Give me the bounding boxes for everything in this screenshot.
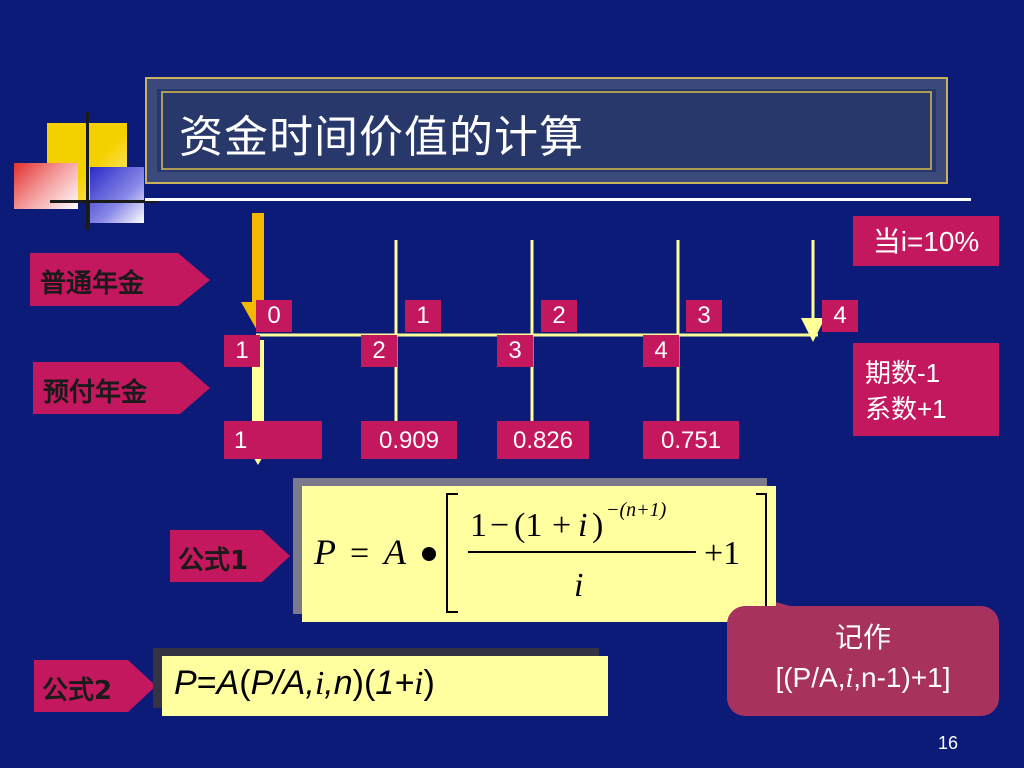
f2-A: A [216, 664, 240, 702]
f2-close2: ) [423, 664, 435, 702]
f1-eq: = [350, 535, 369, 572]
period-bottom-2: 2 [361, 335, 397, 367]
note-callout: 记作 [(P/A,i,n-1)+1] [727, 606, 999, 716]
f1-right-bracket [756, 493, 767, 613]
formula1-math: P = A 1 − (1 + i ) −(n+1) i +1 [313, 493, 767, 613]
f1-num-paren: (1 [514, 507, 542, 544]
f2-i: i [314, 665, 325, 702]
formula1-box: P = A 1 − (1 + i ) −(n+1) i +1 [302, 486, 776, 622]
period-top-0: 0 [256, 300, 292, 332]
label-formula2: 公式2 [42, 676, 113, 706]
period-top-2: 2 [541, 300, 577, 332]
tag-annuity-due-shape [33, 362, 210, 414]
f1-lhs: P [313, 532, 336, 572]
tag-formula1-shape [170, 530, 290, 582]
coefficient-3: 0.826 [497, 421, 589, 459]
f2-open2: ( [363, 664, 376, 702]
period-bottom-1: 1 [224, 335, 260, 367]
adjust-note-coefficient: 系数+1 [865, 394, 947, 424]
f2-PA: P/A, [250, 664, 315, 702]
f1-denominator: i [574, 567, 583, 604]
tag-ordinary-annuity-shape [30, 253, 210, 306]
label-formula1: 公式1 [178, 546, 249, 576]
f1-exponent: −(n+1) [606, 499, 667, 521]
page-title: 资金时间价值的计算 [179, 112, 584, 163]
period-top-3: 3 [686, 300, 722, 332]
f2-comma-n: ,n [324, 664, 353, 702]
coefficient-4: 0.751 [643, 421, 739, 459]
title-frame: 资金时间价值的计算 [145, 77, 948, 184]
deco-line-vertical [86, 112, 89, 230]
label-annuity-due: 预付年金 [43, 378, 148, 408]
formula2-box: P=A(P/A,i,n)(1+i) [162, 656, 608, 716]
f1-num-plus: + [552, 507, 571, 544]
adjust-note-box: 期数-1 系数+1 [853, 343, 999, 436]
f1-A: A [382, 532, 407, 572]
title-underline [145, 198, 971, 201]
f1-num-i: i [578, 507, 587, 544]
period-top-4: 4 [822, 300, 858, 332]
f1-num-one: 1 [470, 507, 487, 544]
coefficient-2: 0.909 [361, 421, 457, 459]
f1-num-close: ) [592, 507, 603, 544]
coefficient-1: 1 [224, 421, 322, 459]
note-line1: 记作 [834, 622, 891, 653]
rate-badge: 当i=10% [853, 216, 999, 266]
note-line2: [(P/A,i,n-1)+1] [775, 662, 951, 694]
title-inner-frame [161, 91, 932, 170]
adjust-note-periods: 期数-1 [865, 358, 941, 388]
f1-num-minus: − [490, 507, 509, 544]
formula2-text: P=A(P/A,i,n)(1+i) [174, 664, 435, 703]
f1-left-bracket [446, 493, 458, 613]
gold-arrow-shaft [252, 213, 264, 303]
page-number: 16 [938, 733, 959, 753]
tag-formula2-shape [34, 660, 156, 712]
note-text: 记作 [(P/A,i,n-1)+1] [727, 618, 999, 699]
f2-P: P [174, 664, 197, 702]
deco-square-blue [90, 167, 144, 223]
f1-plus-one: +1 [704, 535, 740, 572]
f2-i2: i [414, 665, 424, 702]
f2-open: ( [239, 664, 251, 702]
period-bottom-3: 3 [497, 335, 533, 367]
f2-close: ) [352, 664, 364, 702]
label-ordinary-annuity: 普通年金 [40, 269, 145, 299]
period-bottom-4: 4 [643, 335, 679, 367]
f1-dot [422, 547, 436, 561]
f2-eq: = [196, 664, 217, 702]
period-top-1: 1 [405, 300, 441, 332]
deco-line-horizontal [50, 200, 158, 203]
f2-one-plus: 1+ [375, 664, 415, 702]
